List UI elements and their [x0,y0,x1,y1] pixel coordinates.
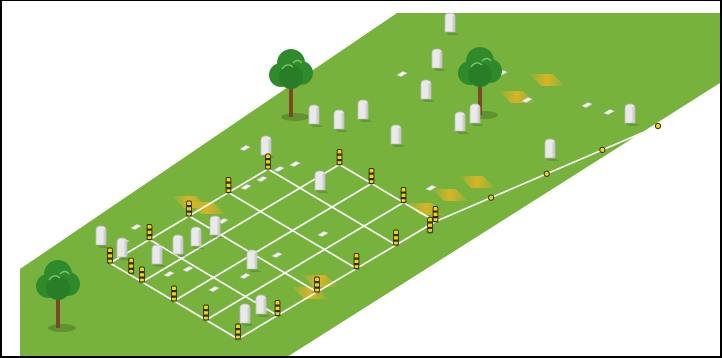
tape-marker [655,123,660,128]
survey-stake [426,217,433,234]
tape-marker [600,147,605,152]
survey-stake [170,286,177,303]
survey-stake [264,154,271,171]
survey-stake [146,225,153,242]
survey-stake [128,258,135,275]
survey-stake [432,207,439,224]
survey-stake [202,305,209,322]
survey-stake [185,201,192,218]
survey-stake [392,230,399,247]
survey-stake [234,324,241,341]
tape-marker [489,195,494,200]
survey-stake [400,188,407,205]
survey-stake [313,277,320,294]
survey-stake [336,150,343,167]
tape-marker [544,171,549,176]
survey-stake [138,267,145,284]
survey-stake [353,254,360,271]
survey-stake [106,248,113,265]
survey-stake [368,169,375,186]
survey-stake [225,178,232,195]
survey-stake [274,301,281,318]
